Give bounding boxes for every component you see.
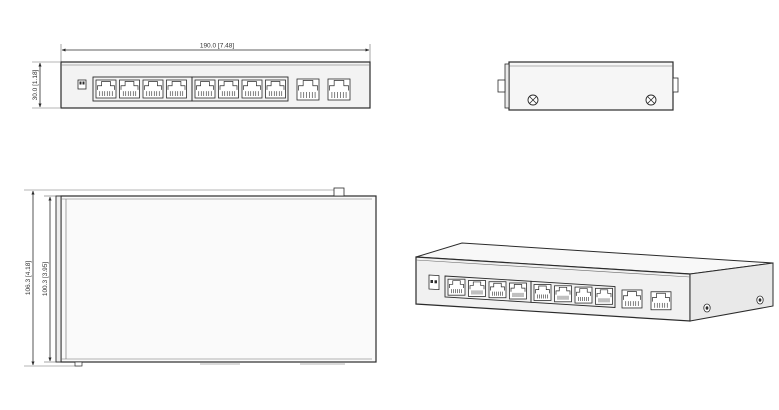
- side-front-bezel: [504, 63, 510, 109]
- front-rj45-ports: [95, 79, 286, 99]
- rj45-port: [241, 79, 263, 99]
- front-height-label: 30.0 [1.18]: [32, 69, 39, 100]
- iso-side-face: [689, 262, 774, 322]
- iso-port-block-right: [530, 280, 616, 308]
- iso-uplink-ports: [621, 289, 672, 311]
- uplink-port: [296, 78, 320, 101]
- iso-dip-switch-lever: [434, 280, 437, 284]
- rj45-port: [574, 286, 593, 304]
- iso-front-lip: [415, 259, 691, 278]
- rj45-port: [194, 79, 216, 99]
- rj45-port: [119, 79, 140, 99]
- front-dip-switch-lever: [79, 81, 82, 85]
- iso-side-screw: [703, 303, 711, 313]
- top-chassis: [60, 195, 377, 363]
- top-depth-outer-label: 106.3 [4.18]: [25, 261, 32, 296]
- rj45-port: [447, 278, 466, 296]
- rj45-port: [595, 287, 613, 305]
- side-screw: [527, 94, 539, 106]
- front-uplink-ports: [296, 78, 351, 101]
- top-rear-tab: [74, 361, 83, 367]
- side-screw: [645, 94, 657, 106]
- top-connector-stub: [333, 187, 345, 197]
- uplink-port: [621, 289, 643, 309]
- iso-rj45-ports: [447, 278, 613, 305]
- front-view: 190.0 [7.48] 30.0 [1.18]: [32, 43, 371, 109]
- rj45-port: [509, 282, 527, 300]
- top-front-flange: [55, 195, 62, 363]
- rj45-port: [554, 285, 572, 303]
- uplink-port: [327, 78, 351, 101]
- front-dip-switch: [77, 79, 87, 90]
- iso-dip-switch: [428, 274, 440, 291]
- rj45-port: [488, 281, 507, 299]
- rj45-port: [95, 79, 117, 99]
- top-view: 106.3 [4.18] 100.3 [3.95]: [24, 187, 377, 367]
- rj45-port: [218, 79, 239, 99]
- front-width-label: 190.0 [7.48]: [200, 43, 235, 50]
- top-depth-inner-label: 100.3 [3.95]: [42, 262, 49, 297]
- side-dip-switch-stub: [497, 79, 506, 93]
- front-port-block-right: [191, 76, 289, 102]
- front-dip-switch-lever: [82, 81, 85, 85]
- rj45-port: [533, 284, 552, 301]
- isometric-view: [415, 242, 774, 322]
- rj45-port: [265, 79, 286, 99]
- uplink-port: [650, 291, 672, 311]
- rj45-port: [142, 79, 164, 99]
- rj45-port: [468, 280, 486, 297]
- side-rear-connector: [672, 77, 679, 93]
- rj45-port: [166, 79, 187, 99]
- iso-side-screw: [756, 295, 764, 305]
- iso-dip-switch-lever: [430, 280, 433, 283]
- side-view: [497, 61, 679, 111]
